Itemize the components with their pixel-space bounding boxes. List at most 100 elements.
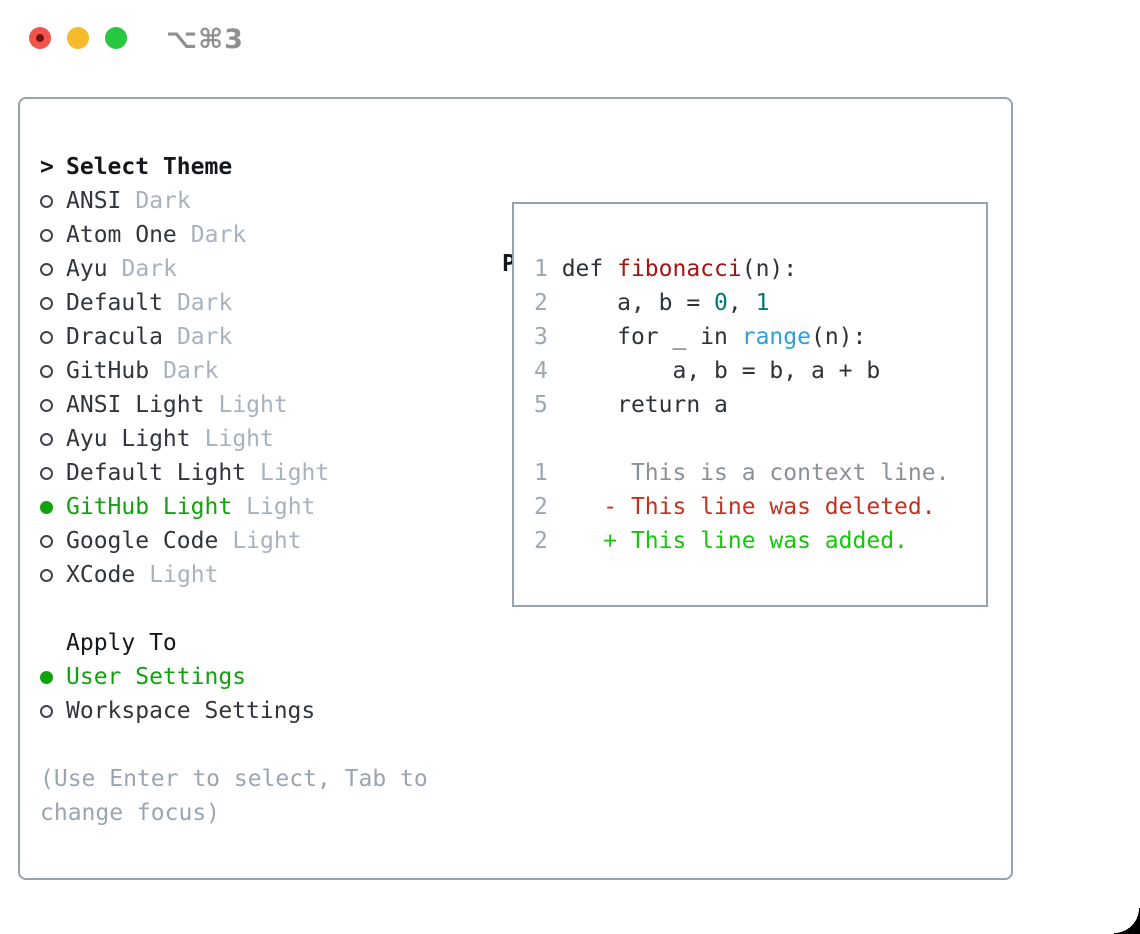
radio-icon: [40, 296, 53, 310]
option-label: Default Light: [66, 460, 247, 486]
code-segment-default: (n):: [741, 256, 798, 282]
code-segment-default: for _ in: [561, 324, 742, 350]
option-label: Atom One: [66, 222, 177, 248]
theme-option[interactable]: Atom One Dark: [40, 218, 480, 252]
option-variant: Light: [260, 460, 330, 486]
preview-line: 3 for _ in range(n):: [534, 320, 986, 354]
line-number: 2: [534, 290, 562, 316]
select-theme-label: Select Theme: [66, 154, 233, 180]
theme-option[interactable]: Default Dark: [40, 286, 480, 320]
preview-line: 2 + This line was added.: [534, 524, 986, 558]
screen-corner: [1114, 908, 1140, 934]
option-variant: Light: [204, 426, 274, 452]
code-segment-deleted: - This line was deleted.: [561, 494, 936, 520]
option-variant: Dark: [176, 290, 233, 316]
radio-icon: [40, 330, 53, 344]
preview-line: 4 a, b = b, a + b: [534, 354, 986, 388]
option-label: GitHub: [66, 358, 150, 384]
select-theme-header: > Select Theme: [40, 150, 480, 184]
theme-option[interactable]: Ayu Dark: [40, 252, 480, 286]
theme-option[interactable]: Google Code Light: [40, 524, 480, 558]
maximize-button[interactable]: [105, 27, 127, 49]
line-number: 1: [534, 460, 562, 486]
line-number: [534, 426, 562, 452]
theme-option[interactable]: ANSI Dark: [40, 184, 480, 218]
code-segment-number: 1: [755, 290, 770, 316]
theme-option[interactable]: ANSI Light Light: [40, 388, 480, 422]
code-segment-default: (n):: [810, 324, 867, 350]
radio-icon: [40, 432, 53, 446]
option-label: Dracula: [66, 324, 163, 350]
preview-line: 2 - This line was deleted.: [534, 490, 986, 524]
titlebar: ⌥⌘3: [0, 0, 1140, 76]
radio-selected-icon: [40, 670, 53, 684]
radio-icon: [40, 228, 53, 242]
apply-option[interactable]: Workspace Settings: [40, 694, 480, 728]
line-number: 2: [534, 528, 562, 554]
option-label: ANSI: [66, 188, 122, 214]
apply-option[interactable]: User Settings: [40, 660, 480, 694]
code-segment-default: a, b = b, a + b: [561, 358, 881, 384]
line-number: 1: [534, 256, 562, 282]
minimize-button[interactable]: [67, 27, 89, 49]
option-label: ANSI Light: [66, 392, 205, 418]
radio-icon: [40, 262, 53, 276]
theme-option[interactable]: Dracula Dark: [40, 320, 480, 354]
preview-line: [534, 422, 986, 456]
option-variant: Light: [149, 562, 219, 588]
option-label: Ayu: [66, 256, 108, 282]
option-variant: Light: [218, 392, 288, 418]
keyboard-hint: (Use Enter to select, Tab to change focu…: [40, 766, 428, 826]
code-segment-number: 0: [714, 290, 728, 316]
option-variant: Light: [232, 528, 302, 554]
radio-selected-icon: [40, 500, 53, 514]
option-label: User Settings: [66, 664, 247, 690]
close-button[interactable]: [29, 27, 51, 49]
theme-option[interactable]: Default Light Light: [40, 456, 480, 490]
apply-to-header: Apply To: [40, 626, 480, 660]
code-segment-default: ,: [727, 290, 756, 316]
preview-line: 1 This is a context line.: [534, 456, 986, 490]
apply-to-label: Apply To: [66, 630, 177, 656]
line-number: 2: [534, 494, 562, 520]
theme-option[interactable]: Ayu Light Light: [40, 422, 480, 456]
radio-icon: [40, 194, 53, 208]
code-segment-added: + This line was added.: [561, 528, 908, 554]
close-dot-icon: [36, 34, 44, 42]
code-segment-builtin: range: [741, 324, 811, 350]
option-label: Default: [66, 290, 163, 316]
option-label: XCode: [66, 562, 136, 588]
option-variant: Light: [246, 494, 316, 520]
radio-icon: [40, 466, 53, 480]
caret-icon: >: [40, 154, 54, 180]
window-title: ⌥⌘3: [166, 24, 244, 55]
option-variant: Dark: [121, 256, 177, 282]
code-segment-default: def: [561, 256, 618, 282]
radio-icon: [40, 534, 53, 548]
theme-option[interactable]: XCode Light: [40, 558, 480, 592]
option-variant: Dark: [163, 358, 219, 384]
option-variant: Dark: [190, 222, 247, 248]
option-label: Workspace Settings: [66, 698, 316, 724]
code-segment-context: This is a context line.: [561, 460, 950, 486]
line-number: 5: [534, 392, 562, 418]
preview-line: 2 a, b = 0, 1: [534, 286, 986, 320]
preview-line: 1 def fibonacci(n):: [534, 252, 986, 286]
line-number: 4: [534, 358, 562, 384]
option-label: Ayu Light: [66, 426, 191, 452]
radio-icon: [40, 568, 53, 582]
option-variant: Dark: [135, 188, 191, 214]
theme-option[interactable]: GitHub Dark: [40, 354, 480, 388]
option-label: Google Code: [66, 528, 219, 554]
code-segment-function: fibonacci: [617, 256, 742, 282]
line-number: 3: [534, 324, 562, 350]
radio-icon: [40, 364, 53, 378]
option-variant: Dark: [176, 324, 233, 350]
